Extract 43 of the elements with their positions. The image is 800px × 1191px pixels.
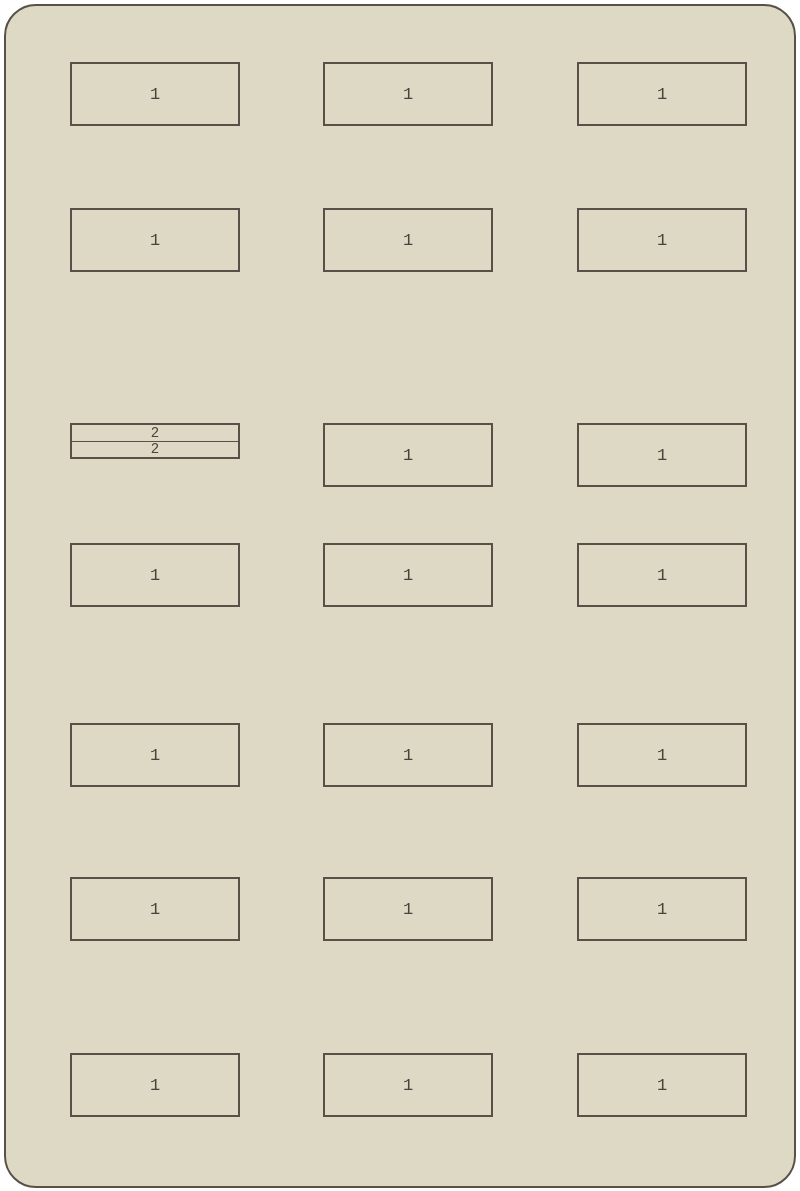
box bbox=[323, 877, 493, 941]
box-label: 1 bbox=[402, 446, 414, 464]
box-label: 2 bbox=[150, 425, 160, 440]
box-label: 1 bbox=[149, 1076, 161, 1094]
box bbox=[577, 877, 747, 941]
box-label: 1 bbox=[149, 746, 161, 764]
box-label: 1 bbox=[656, 900, 668, 918]
box-label: 1 bbox=[149, 231, 161, 249]
box bbox=[577, 1053, 747, 1117]
box-label: 1 bbox=[656, 746, 668, 764]
box bbox=[323, 543, 493, 607]
box bbox=[70, 543, 240, 607]
box-label: 1 bbox=[149, 85, 161, 103]
box bbox=[70, 62, 240, 126]
box-label: 2 bbox=[150, 442, 160, 457]
box bbox=[577, 423, 747, 487]
split-box bbox=[70, 423, 240, 459]
box-label: 1 bbox=[402, 746, 414, 764]
box bbox=[323, 1053, 493, 1117]
box-label: 1 bbox=[656, 85, 668, 103]
box-label: 1 bbox=[402, 566, 414, 584]
box bbox=[323, 723, 493, 787]
box-label: 1 bbox=[149, 566, 161, 584]
box bbox=[70, 723, 240, 787]
box bbox=[577, 62, 747, 126]
box-label: 1 bbox=[656, 231, 668, 249]
box bbox=[323, 423, 493, 487]
box-label: 1 bbox=[402, 1076, 414, 1094]
box-label: 1 bbox=[149, 900, 161, 918]
box bbox=[577, 208, 747, 272]
box bbox=[323, 208, 493, 272]
box bbox=[70, 1053, 240, 1117]
box-label: 1 bbox=[656, 446, 668, 464]
box bbox=[70, 208, 240, 272]
box-label: 1 bbox=[402, 900, 414, 918]
box-label: 1 bbox=[402, 231, 414, 249]
box-label: 1 bbox=[402, 85, 414, 103]
box-label: 1 bbox=[656, 1076, 668, 1094]
box bbox=[577, 543, 747, 607]
box bbox=[323, 62, 493, 126]
box bbox=[577, 723, 747, 787]
box-label: 1 bbox=[656, 566, 668, 584]
box bbox=[70, 877, 240, 941]
